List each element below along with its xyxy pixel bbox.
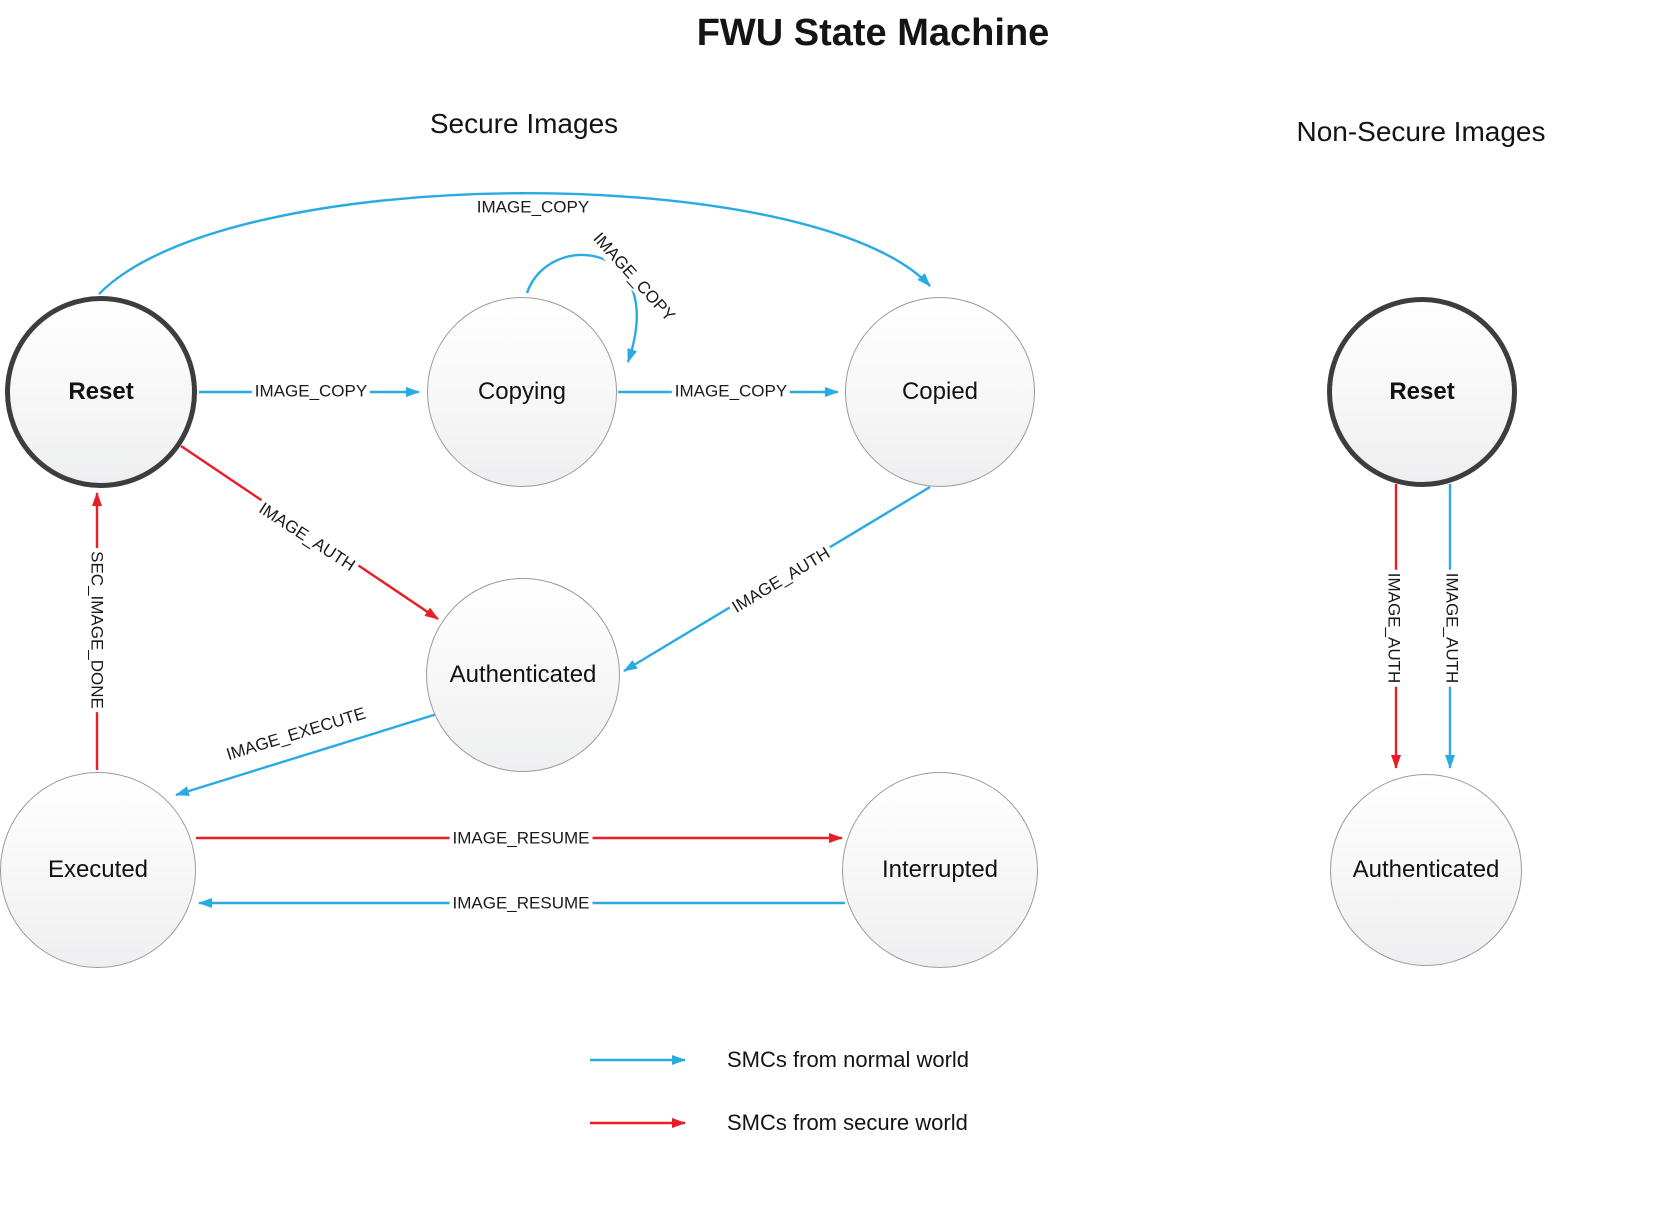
edge-label-image-resume-blue: IMAGE_RESUME <box>449 892 593 914</box>
state-copying: Copying <box>427 297 617 487</box>
edge-label-image-resume-red: IMAGE_RESUME <box>449 827 593 849</box>
edge-reset-to-copied <box>98 192 931 295</box>
edge-label-image-copy-top: IMAGE_COPY <box>473 196 593 218</box>
legend-normal-world-label: SMCs from normal world <box>727 1047 970 1072</box>
state-authenticated-secure-label: Authenticated <box>449 661 597 688</box>
legend-secure-world-label: SMCs from secure world <box>727 1110 968 1135</box>
state-reset-secure-label: Reset <box>68 378 134 405</box>
state-reset-non-secure-label: Reset <box>1389 378 1455 405</box>
edge-copying-self-loop <box>525 253 638 363</box>
edge-label-image-copy-copying-copied: IMAGE_COPY <box>671 380 791 402</box>
edge-label-ns-image-auth-red: IMAGE_AUTH <box>1383 569 1405 687</box>
state-authenticated-secure: Authenticated <box>426 578 620 772</box>
state-copied-label: Copied <box>901 378 979 405</box>
state-interrupted: Interrupted <box>842 772 1038 968</box>
state-executed: Executed <box>0 772 196 968</box>
section-title-non-secure-images: Non-Secure Images <box>1296 116 1546 147</box>
state-authenticated-non-secure-label: Authenticated <box>1352 856 1500 883</box>
page-title: FWU State Machine <box>696 12 1050 54</box>
state-executed-label: Executed <box>47 856 149 883</box>
edge-label-ns-image-auth-blue: IMAGE_AUTH <box>1441 569 1463 687</box>
section-title-secure-images: Secure Images <box>429 108 619 139</box>
state-interrupted-label: Interrupted <box>881 856 999 883</box>
state-reset-secure: Reset <box>5 296 197 488</box>
state-reset-non-secure: Reset <box>1327 297 1517 487</box>
edge-authenticated-to-executed <box>175 712 438 797</box>
state-authenticated-non-secure: Authenticated <box>1330 774 1522 966</box>
edge-label-image-copy-reset-copying: IMAGE_COPY <box>251 380 371 402</box>
state-copying-label: Copying <box>477 378 567 405</box>
edge-label-sec-image-done: SEC_IMAGE_DONE <box>86 548 108 712</box>
state-copied: Copied <box>845 297 1035 487</box>
